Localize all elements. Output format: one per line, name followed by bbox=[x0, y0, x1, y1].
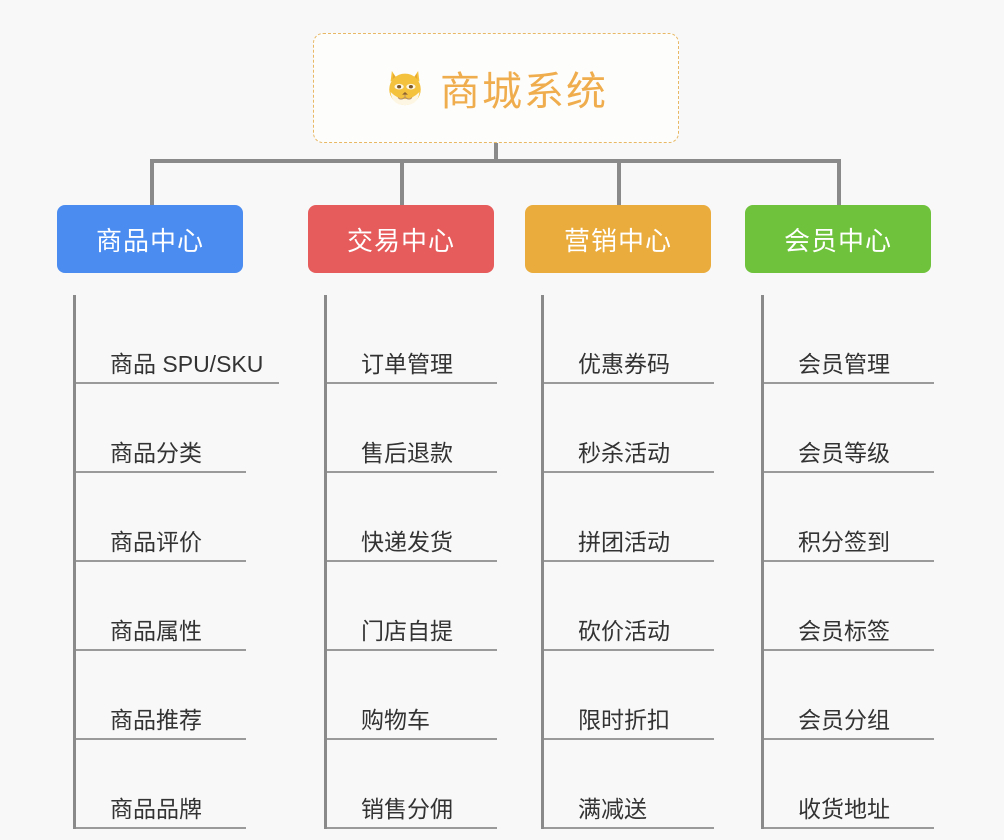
branch-column-marketing: 营销中心 优惠券码 秒杀活动 拼团活动 砍价活动 限时折扣 bbox=[525, 205, 717, 829]
list-item[interactable]: 售后退款 bbox=[327, 384, 497, 473]
leaf-label: 商品推荐 bbox=[110, 706, 202, 733]
leaf-label: 会员分组 bbox=[798, 706, 890, 733]
leaf-label: 砍价活动 bbox=[578, 617, 670, 644]
branch-column-trade: 交易中心 订单管理 售后退款 快递发货 门店自提 购物车 bbox=[308, 205, 516, 829]
category-label: 商品中心 bbox=[95, 225, 204, 256]
list-item[interactable]: 商品属性 bbox=[76, 562, 246, 651]
shiba-dog-face-icon bbox=[384, 67, 426, 109]
leaf-label: 积分签到 bbox=[798, 528, 890, 555]
list-item[interactable]: 收货地址 bbox=[764, 740, 934, 829]
list-item[interactable]: 门店自提 bbox=[327, 562, 497, 651]
leaf-label: 订单管理 bbox=[361, 350, 453, 377]
list-item[interactable]: 商品 SPU/SKU bbox=[76, 295, 280, 384]
leaf-label: 购物车 bbox=[361, 706, 430, 733]
list-item[interactable]: 订单管理 bbox=[327, 295, 497, 384]
leaf-label: 门店自提 bbox=[361, 617, 453, 644]
list-item[interactable]: 购物车 bbox=[327, 651, 497, 740]
leaf-label: 拼团活动 bbox=[578, 528, 670, 555]
leaf-label: 限时折扣 bbox=[578, 706, 670, 733]
leaf-list-product: 商品 SPU/SKU 商品分类 商品评价 商品属性 商品推荐 商品品牌 bbox=[73, 295, 307, 829]
leaf-label: 会员管理 bbox=[798, 350, 890, 377]
leaf-label: 商品属性 bbox=[110, 617, 202, 644]
category-label: 营销中心 bbox=[563, 225, 672, 256]
category-label: 交易中心 bbox=[346, 225, 455, 256]
list-item[interactable]: 商品分类 bbox=[76, 384, 246, 473]
list-item[interactable]: 会员分组 bbox=[764, 651, 934, 740]
horizontal-bus-connector bbox=[150, 159, 840, 163]
list-item[interactable]: 满减送 bbox=[544, 740, 714, 829]
leaf-label: 商品 SPU/SKU bbox=[110, 350, 264, 377]
drop-connector-2 bbox=[400, 159, 404, 207]
leaf-list-marketing: 优惠券码 秒杀活动 拼团活动 砍价活动 限时折扣 满减送 bbox=[541, 295, 717, 829]
leaf-label: 快递发货 bbox=[361, 528, 453, 555]
leaf-label: 会员标签 bbox=[798, 617, 890, 644]
leaf-label: 商品品牌 bbox=[110, 795, 202, 822]
leaf-label: 商品分类 bbox=[110, 439, 202, 466]
list-item[interactable]: 会员标签 bbox=[764, 562, 934, 651]
list-item[interactable]: 限时折扣 bbox=[544, 651, 714, 740]
list-item[interactable]: 拼团活动 bbox=[544, 473, 714, 562]
list-item[interactable]: 会员等级 bbox=[764, 384, 934, 473]
root-title: 商城系统 bbox=[440, 70, 608, 114]
list-item[interactable]: 快递发货 bbox=[327, 473, 497, 562]
leaf-list-trade: 订单管理 售后退款 快递发货 门店自提 购物车 销售分佣 bbox=[324, 295, 516, 829]
root-node[interactable]: 商城系统 bbox=[313, 33, 679, 143]
list-item[interactable]: 商品评价 bbox=[76, 473, 246, 562]
leaf-list-member: 会员管理 会员等级 积分签到 会员标签 会员分组 收货地址 bbox=[761, 295, 937, 829]
drop-connector-1 bbox=[150, 159, 154, 207]
leaf-label: 商品评价 bbox=[110, 528, 202, 555]
leaf-label: 销售分佣 bbox=[361, 795, 453, 822]
leaf-label: 优惠券码 bbox=[578, 350, 670, 377]
list-item[interactable]: 会员管理 bbox=[764, 295, 934, 384]
list-item[interactable]: 优惠券码 bbox=[544, 295, 714, 384]
category-header-member[interactable]: 会员中心 bbox=[745, 205, 931, 273]
root-stem-connector bbox=[494, 143, 498, 163]
category-label: 会员中心 bbox=[783, 225, 892, 256]
drop-connector-4 bbox=[837, 159, 841, 207]
category-header-product[interactable]: 商品中心 bbox=[57, 205, 243, 273]
leaf-label: 收货地址 bbox=[798, 795, 890, 822]
drop-connector-3 bbox=[617, 159, 621, 207]
leaf-label: 满减送 bbox=[578, 795, 647, 822]
list-item[interactable]: 积分签到 bbox=[764, 473, 934, 562]
branch-column-product: 商品中心 商品 SPU/SKU 商品分类 商品评价 商品属性 商品推荐 bbox=[57, 205, 307, 829]
category-header-trade[interactable]: 交易中心 bbox=[308, 205, 494, 273]
leaf-label: 会员等级 bbox=[798, 439, 890, 466]
list-item[interactable]: 秒杀活动 bbox=[544, 384, 714, 473]
leaf-label: 售后退款 bbox=[361, 439, 453, 466]
list-item[interactable]: 销售分佣 bbox=[327, 740, 497, 829]
category-header-marketing[interactable]: 营销中心 bbox=[525, 205, 711, 273]
branch-column-member: 会员中心 会员管理 会员等级 积分签到 会员标签 会员分组 bbox=[745, 205, 937, 829]
list-item[interactable]: 商品推荐 bbox=[76, 651, 246, 740]
list-item[interactable]: 商品品牌 bbox=[76, 740, 246, 829]
leaf-label: 秒杀活动 bbox=[578, 439, 670, 466]
list-item[interactable]: 砍价活动 bbox=[544, 562, 714, 651]
